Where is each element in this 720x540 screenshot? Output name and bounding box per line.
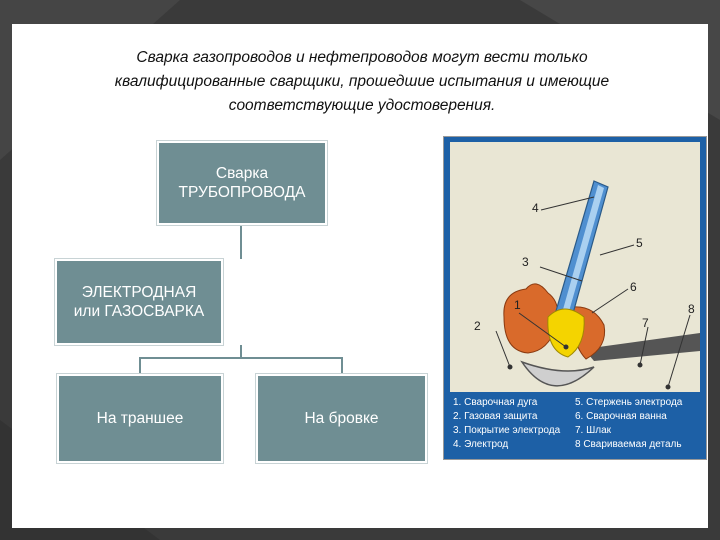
connector-to-edge xyxy=(341,357,343,374)
connector-method-bus xyxy=(240,345,242,358)
legend-item: 7. Шлак xyxy=(575,425,612,436)
node-method-line-2: или ГАЗОСВАРКА xyxy=(73,303,205,320)
electrode-core xyxy=(562,185,604,315)
intro-line-2: квалифицированные сварщики, прошедшие ис… xyxy=(114,73,610,90)
leader-5 xyxy=(599,244,635,256)
legend-item: 6. Сварочная ванна xyxy=(575,411,667,422)
leader-6 xyxy=(591,288,629,314)
callout-6: 6 xyxy=(630,280,637,294)
node-root-line-1: Сварка xyxy=(215,165,269,182)
callout-5: 5 xyxy=(636,236,643,250)
node-on-edge: На бровке xyxy=(256,374,427,463)
welding-diagram-svg: 1 2 3 4 5 6 7 8 xyxy=(450,142,700,392)
leader-4 xyxy=(540,196,595,211)
intro-line-1: Сварка газопроводов и нефтепроводов могу… xyxy=(136,49,588,66)
welding-illustration: 1 2 3 4 5 6 7 8 xyxy=(443,136,707,460)
leader-2 xyxy=(495,330,511,368)
node-pipeline-welding: Сварка ТРУБОПРОВОДА xyxy=(157,141,327,225)
callout-7: 7 xyxy=(642,316,649,330)
connector-bus xyxy=(139,357,343,359)
leader-dot-7 xyxy=(637,362,643,368)
callout-8: 8 xyxy=(688,302,695,316)
callout-2: 2 xyxy=(474,319,481,333)
node-in-trench: На траншее xyxy=(57,374,223,463)
node-method-line-1: ЭЛЕКТРОДНАЯ xyxy=(81,284,197,301)
callout-3: 3 xyxy=(522,255,529,269)
figure-legend: 1. Сварочная дуга 5. Стержень электрода … xyxy=(453,396,703,451)
callout-1: 1 xyxy=(514,298,521,312)
intro-line-3: соответствующие удостоверения. xyxy=(228,97,496,114)
connector-to-trench xyxy=(139,357,141,374)
leader-7 xyxy=(639,326,649,366)
connector-root-method xyxy=(240,225,242,259)
legend-item: 3. Покрытие электрода xyxy=(453,425,561,436)
legend-item: 5. Стержень электрода xyxy=(575,397,683,408)
workpiece xyxy=(584,333,700,361)
node-welding-method: ЭЛЕКТРОДНАЯ или ГАЗОСВАРКА xyxy=(55,259,223,345)
leader-1 xyxy=(518,312,567,348)
leader-8 xyxy=(667,314,691,388)
welding-arc xyxy=(547,308,585,358)
legend-item: 4. Электрод xyxy=(453,439,509,450)
leader-3 xyxy=(539,266,583,282)
intro-text: Сварка газопроводов и нефтепроводов могу… xyxy=(52,46,672,118)
slide: Сварка газопроводов и нефтепроводов могу… xyxy=(12,24,708,528)
legend-item: 8 Свариваемая деталь xyxy=(575,439,682,450)
leader-dot-8 xyxy=(665,384,671,390)
legend-item: 2. Газовая защита xyxy=(453,411,538,422)
legend-item: 1. Сварочная дуга xyxy=(453,397,538,408)
node-root-line-2: ТРУБОПРОВОДА xyxy=(178,184,306,201)
weld-pool xyxy=(520,360,595,387)
leader-dot-1 xyxy=(563,344,569,350)
callout-4: 4 xyxy=(532,201,539,215)
leader-dot-2 xyxy=(507,364,513,370)
